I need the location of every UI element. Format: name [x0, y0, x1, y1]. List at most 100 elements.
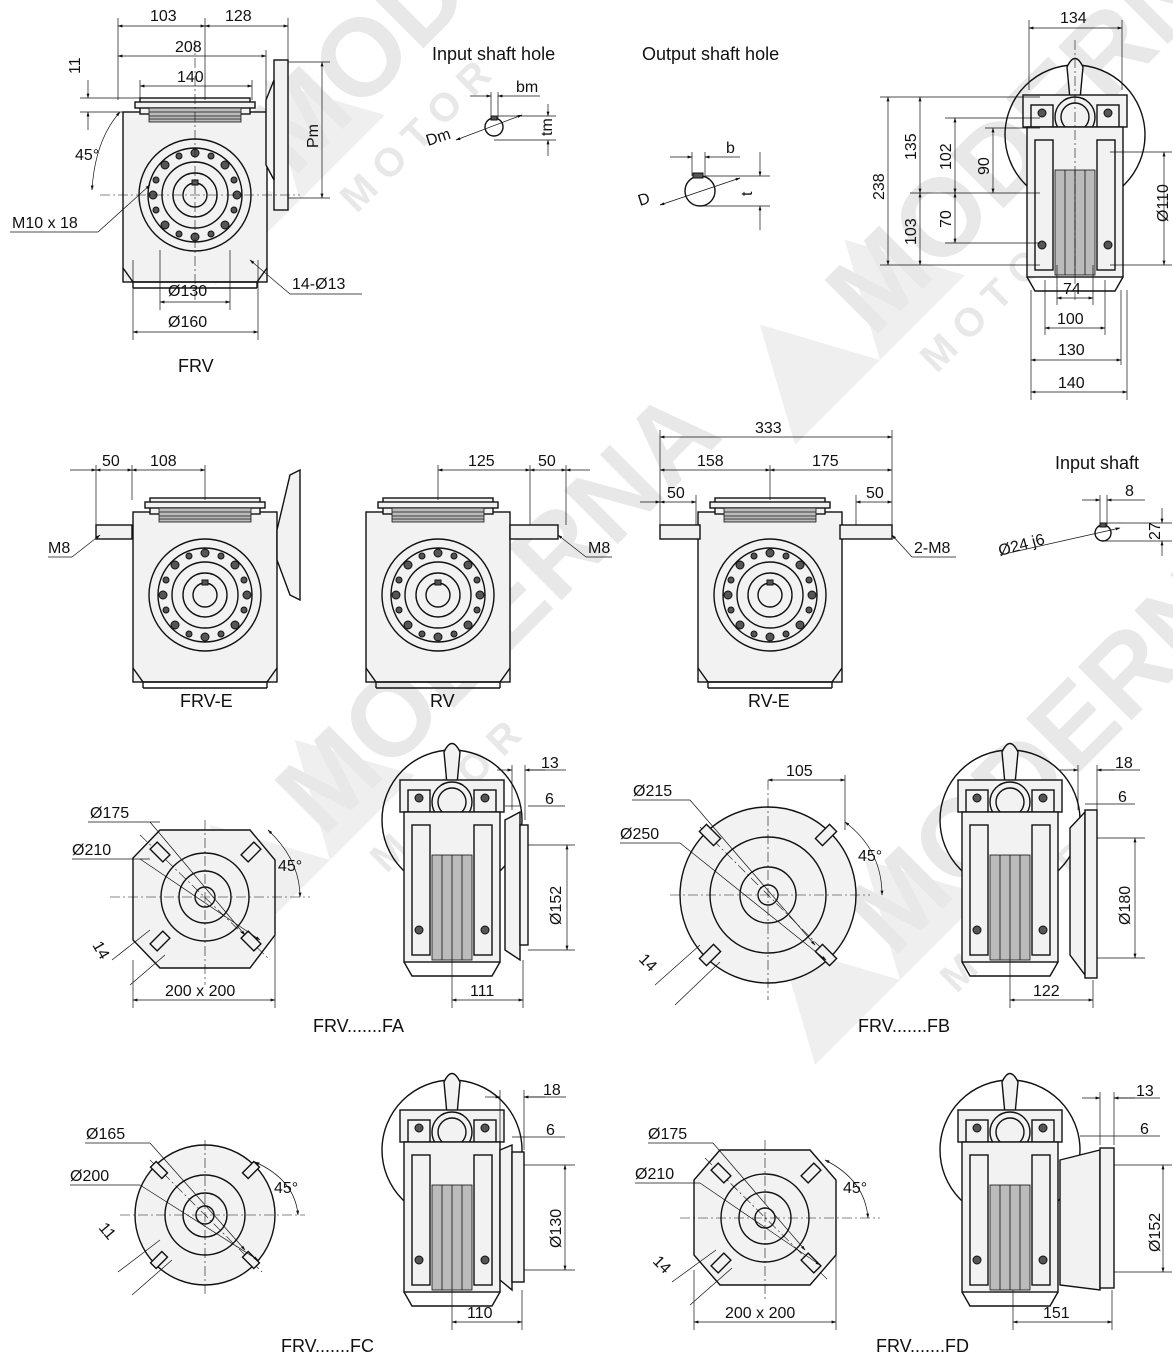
- angle-45: 45°: [75, 147, 99, 164]
- dim-11: 11: [67, 57, 84, 74]
- frv-view: 103 128 208 140 11 45° Pm M10 x 18 14-Ø1…: [10, 8, 362, 376]
- dim-bm: bm: [516, 79, 538, 96]
- caption-fc: FRV.......FC: [281, 1336, 374, 1356]
- dia-200: Ø200: [70, 1168, 109, 1185]
- dim-128: 128: [225, 8, 252, 25]
- dim-50-left: 50: [667, 485, 685, 502]
- dia-165: Ø165: [86, 1126, 125, 1143]
- dim-50-right: 50: [866, 485, 884, 502]
- bolt-label: M10 x 18: [12, 215, 78, 232]
- dia-175: Ø175: [90, 805, 129, 822]
- fb-view: 105 Ø215 Ø250 45° 14 18 6 Ø180 122 FRV..…: [620, 742, 1145, 1036]
- dim-11: 11: [95, 1220, 119, 1244]
- dim-70: 70: [938, 210, 955, 228]
- dim-140: 140: [1058, 375, 1085, 392]
- dim-d: D: [636, 190, 652, 210]
- caption-frv: FRV: [178, 356, 214, 376]
- caption-fd: FRV.......FD: [876, 1336, 969, 1356]
- dia-215: Ø215: [633, 783, 672, 800]
- dia-160: Ø160: [168, 314, 207, 331]
- dim-13: 13: [1136, 1083, 1154, 1100]
- caption-fa: FRV.......FA: [313, 1016, 404, 1036]
- dim-90: 90: [976, 157, 993, 175]
- dim-b: b: [726, 140, 735, 157]
- dia-210: Ø210: [72, 842, 111, 859]
- angle-45: 45°: [278, 858, 302, 875]
- dim-103: 103: [150, 8, 177, 25]
- dim-111: 111: [470, 983, 494, 1000]
- dim-125: 125: [468, 453, 495, 470]
- dim-175: 175: [812, 453, 839, 470]
- dia-130: Ø130: [168, 283, 207, 300]
- thread-m8: M8: [588, 540, 610, 557]
- size-200: 200 x 200: [165, 983, 235, 1000]
- dim-122: 122: [1033, 983, 1060, 1000]
- dim-6: 6: [546, 1122, 555, 1139]
- dim-135: 135: [903, 133, 920, 160]
- dia-152: Ø152: [1147, 1213, 1164, 1252]
- dim-14: 14: [635, 951, 660, 976]
- thread-2m8: 2-M8: [914, 540, 951, 557]
- dim-110: 110: [467, 1305, 493, 1322]
- dim-238: 238: [871, 173, 888, 200]
- dim-151: 151: [1043, 1305, 1070, 1322]
- dim-130: 130: [1058, 342, 1085, 359]
- angle-45: 45°: [858, 848, 882, 865]
- dia-152: Ø152: [548, 886, 565, 925]
- dia-130: Ø130: [548, 1209, 565, 1248]
- dim-18: 18: [543, 1082, 561, 1099]
- dim-208: 208: [175, 39, 202, 56]
- dim-105: 105: [786, 763, 813, 780]
- dim-6: 6: [1118, 789, 1127, 806]
- dim-74: 74: [1063, 281, 1081, 298]
- dim-134: 134: [1060, 10, 1087, 27]
- dia-250: Ø250: [620, 826, 659, 843]
- caption-rve: RV-E: [748, 691, 790, 711]
- dia-180: Ø180: [1117, 886, 1134, 925]
- input-shaft: Input shaft 8 27 Ø24 j6: [997, 453, 1172, 560]
- dim-tm: tm: [539, 118, 556, 136]
- fc-view: Ø165 Ø200 45° 11 18 6 Ø130 110 FRV......…: [70, 1072, 575, 1356]
- dim-t: t: [739, 191, 756, 196]
- dim-158: 158: [697, 453, 724, 470]
- size-200: 200 x 200: [725, 1305, 795, 1322]
- dim-8: 8: [1125, 483, 1134, 500]
- dim-14: 14: [89, 939, 113, 963]
- rve-view: 333 158 175 50 50 2-M8 RV-E: [640, 420, 956, 711]
- side-view: 134 238 135 103 102 70 90 Ø110 74 100: [871, 10, 1172, 400]
- dim-6: 6: [1140, 1121, 1149, 1138]
- dim-18: 18: [1115, 755, 1133, 772]
- input-shaft-title: Input shaft: [1055, 453, 1139, 473]
- output-hole-title: Output shaft hole: [642, 44, 779, 64]
- dim-6: 6: [545, 791, 554, 808]
- dim-108: 108: [150, 453, 177, 470]
- dim-dm: Dm: [424, 126, 453, 150]
- caption-frve: FRV-E: [180, 691, 233, 711]
- fd-view: Ø175 Ø210 45° 14 200 x 200 13 6 Ø152 151…: [635, 1072, 1172, 1356]
- dia-175: Ø175: [648, 1126, 687, 1143]
- caption-rv: RV: [430, 691, 455, 711]
- dim-13: 13: [541, 755, 559, 772]
- angle-45: 45°: [274, 1180, 298, 1197]
- caption-fb: FRV.......FB: [858, 1016, 950, 1036]
- dia-210: Ø210: [635, 1166, 674, 1183]
- dim-50: 50: [538, 453, 556, 470]
- dim-pm: Pm: [305, 124, 322, 148]
- dim-14: 14: [649, 1253, 674, 1278]
- dia-110: Ø110: [1155, 184, 1172, 222]
- dim-102: 102: [938, 143, 955, 170]
- dim-50: 50: [102, 453, 120, 470]
- dim-100: 100: [1057, 311, 1084, 328]
- holes-label: 14-Ø13: [292, 276, 345, 293]
- frve-view: 50 108 M8 FRV-E: [48, 453, 301, 711]
- output-shaft-hole: Output shaft hole b t D: [636, 44, 779, 230]
- angle-45: 45°: [843, 1180, 867, 1197]
- dim-140: 140: [177, 69, 204, 86]
- dim-103: 103: [903, 218, 920, 245]
- dia-24j6: Ø24 j6: [997, 531, 1047, 560]
- input-hole-title: Input shaft hole: [432, 44, 555, 64]
- input-shaft-hole: Input shaft hole bm tm Dm: [424, 44, 556, 156]
- thread-m8: M8: [48, 540, 70, 557]
- dim-27: 27: [1147, 522, 1164, 540]
